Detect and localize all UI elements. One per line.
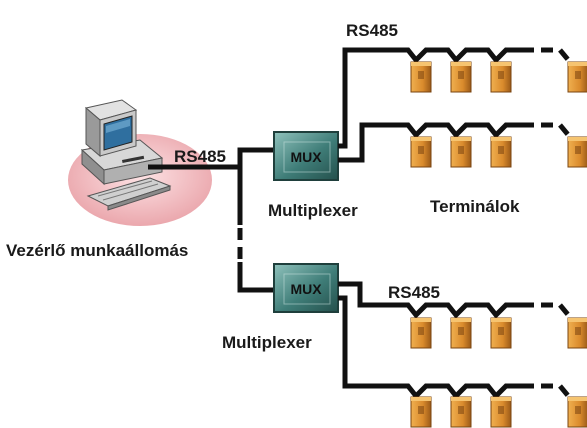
terminal-row-3 bbox=[410, 317, 587, 349]
terminals-label: Terminálok bbox=[430, 197, 520, 216]
terminal-icon bbox=[450, 136, 472, 168]
terminal-icon bbox=[567, 317, 587, 349]
wire-line-1-dashed bbox=[522, 47, 572, 64]
terminal-icon bbox=[450, 396, 472, 428]
mux-box-top bbox=[273, 131, 339, 181]
terminal-icon bbox=[410, 61, 432, 93]
terminal-icon bbox=[450, 317, 472, 349]
multiplexer-label-top: Multiplexer bbox=[268, 201, 358, 220]
terminal-row-2 bbox=[410, 136, 587, 168]
multiplexer-label-bottom: Multiplexer bbox=[222, 333, 312, 352]
terminal-icon bbox=[410, 136, 432, 168]
wire-line-4 bbox=[338, 295, 522, 400]
wire-line-1 bbox=[338, 47, 522, 149]
mux-box-bottom bbox=[273, 263, 339, 313]
terminal-row-4 bbox=[410, 396, 587, 428]
terminal-icon bbox=[450, 61, 472, 93]
wire-line-3-dashed bbox=[522, 302, 572, 319]
terminal-icon bbox=[490, 317, 512, 349]
wire-line-2 bbox=[338, 122, 522, 163]
terminal-icon bbox=[567, 396, 587, 428]
terminal-icon bbox=[490, 396, 512, 428]
rs485-label-workstation: RS485 bbox=[174, 147, 226, 166]
wire-to-mux-top bbox=[237, 147, 278, 167]
terminal-row-1 bbox=[410, 61, 587, 93]
terminal-icon bbox=[490, 61, 512, 93]
wire-bus-lower bbox=[237, 262, 276, 293]
wire-line-2-dashed bbox=[522, 122, 572, 139]
mux-label-top: MUX bbox=[290, 149, 322, 165]
terminal-icon bbox=[410, 317, 432, 349]
terminal-icon bbox=[567, 61, 587, 93]
terminal-icon bbox=[410, 396, 432, 428]
rs485-label-bottom: RS485 bbox=[388, 283, 440, 302]
rs485-label-top: RS485 bbox=[346, 21, 398, 40]
workstation-label: Vezérlő munkaállomás bbox=[6, 241, 188, 260]
computer-icon bbox=[80, 99, 172, 211]
terminal-icon bbox=[567, 136, 587, 168]
wire-line-3 bbox=[338, 281, 522, 319]
terminal-icon bbox=[490, 136, 512, 168]
wire-line-4-dashed bbox=[522, 383, 572, 400]
mux-label-bottom: MUX bbox=[290, 281, 322, 297]
